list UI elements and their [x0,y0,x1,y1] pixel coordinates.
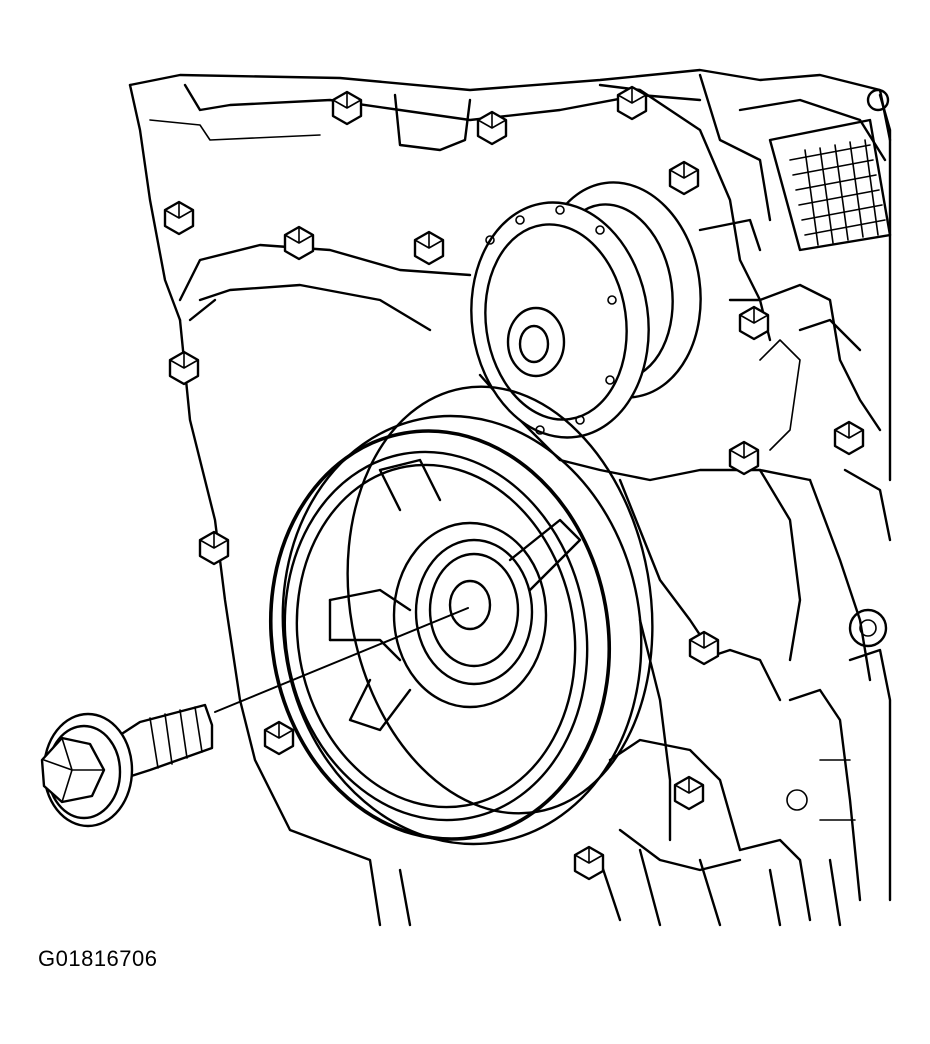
water-pump-pulley [470,181,702,439]
bolt [413,230,445,266]
bolt [668,160,700,196]
figure-id-label: G01816706 [38,946,158,971]
vent-grid [789,139,886,246]
bolt [163,200,195,236]
bolt [283,225,315,261]
bolt [833,420,865,456]
bolt [168,350,200,386]
cover-bolts [163,85,865,881]
bolt [476,110,508,146]
leader-line [214,607,469,713]
bolt [573,845,605,881]
bolt [331,90,363,126]
bolt [616,85,648,121]
bolt [198,530,230,566]
crankshaft-balancer-bolt [40,703,214,828]
bolt [688,630,720,666]
crankshaft-balancer [268,385,654,846]
bolt [673,775,705,811]
bolt [728,440,760,476]
bolt [738,305,770,341]
bolt [263,720,295,756]
